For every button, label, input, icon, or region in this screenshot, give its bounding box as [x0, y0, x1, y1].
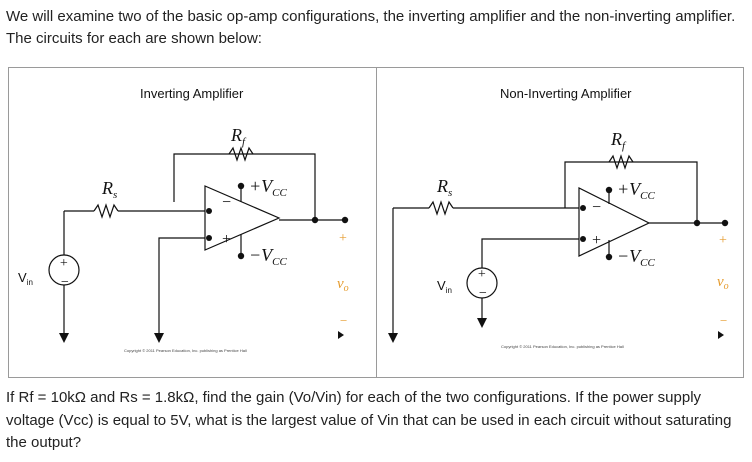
- noninverting-vin-label: Vin: [437, 278, 452, 295]
- inverting-minus-input-sign: −: [221, 194, 232, 211]
- noninverting-vcc-pos-label: +VCC: [617, 179, 655, 202]
- inverting-copyright: Copyright © 2011 Pearson Education, Inc.…: [124, 348, 247, 353]
- inverting-vcc-neg-label: −VCC: [249, 245, 287, 268]
- noninverting-source-minus: −: [478, 286, 487, 301]
- question-paragraph: If Rf = 10kΩ and Rs = 1.8kΩ, find the ga…: [6, 389, 732, 451]
- inverting-vcc-pos-label: +VCC: [249, 176, 287, 199]
- noninverting-amplifier-diagram: Non-Inverting Amplifier Rf Rs +VCC −VCC …: [388, 86, 729, 349]
- inverting-source-plus: +: [59, 256, 68, 271]
- inverting-title: Inverting Amplifier: [140, 86, 244, 101]
- noninverting-output-plus: +: [719, 233, 727, 248]
- noninverting-source-plus: +: [477, 267, 486, 282]
- noninverting-rs-label: Rs: [436, 176, 452, 199]
- inverting-output-plus: +: [339, 231, 347, 246]
- noninverting-vcc-neg-label: −VCC: [617, 246, 655, 269]
- noninverting-plus-input-sign: +: [591, 232, 602, 249]
- inverting-vo-label: vo: [337, 276, 349, 294]
- inverting-output-minus: −: [340, 313, 347, 328]
- inverting-rf-label: Rf: [230, 125, 247, 148]
- noninverting-copyright: Copyright © 2011 Pearson Education, Inc.…: [501, 344, 624, 349]
- inverting-amplifier-diagram: Inverting Amplifier Rf Rs +VCC −VCC − + …: [18, 86, 349, 353]
- noninverting-vo-label: vo: [717, 274, 729, 292]
- noninverting-rf-label: Rf: [610, 129, 627, 152]
- inverting-rs-label: Rs: [101, 178, 117, 201]
- panel-divider: [376, 67, 377, 378]
- noninverting-output-minus: −: [720, 313, 727, 328]
- inverting-plus-input-sign: +: [221, 231, 232, 248]
- noninverting-minus-input-sign: −: [591, 199, 602, 216]
- noninverting-title: Non-Inverting Amplifier: [500, 86, 632, 101]
- inverting-vin-label: Vin: [18, 270, 33, 287]
- inverting-source-minus: −: [60, 275, 69, 290]
- intro-paragraph: We will examine two of the basic op-amp …: [6, 8, 736, 47]
